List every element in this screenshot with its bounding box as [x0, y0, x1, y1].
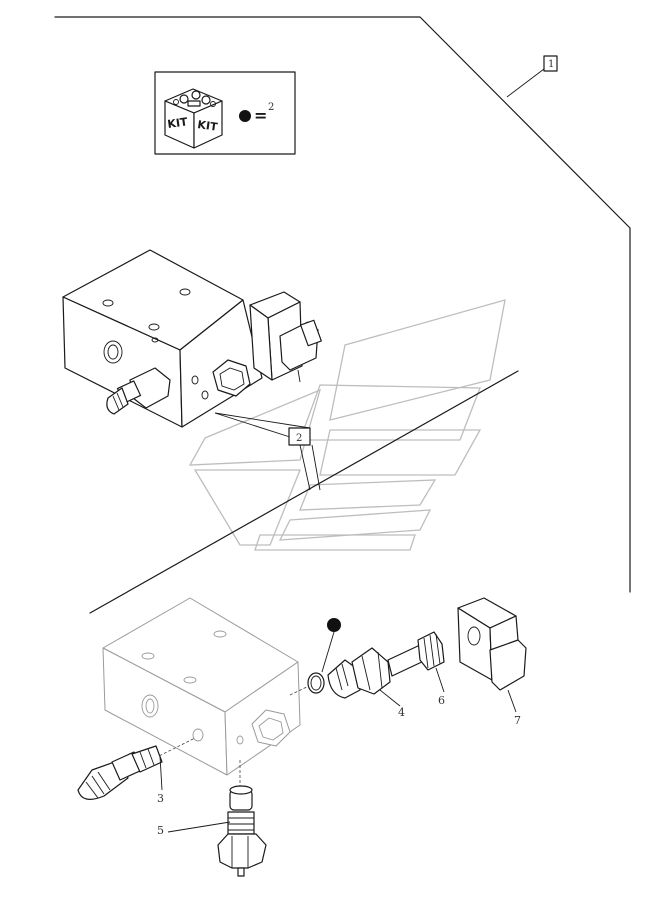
separator-line	[89, 370, 519, 614]
assembly-ref-tag: 2	[214, 412, 321, 491]
o-ring-kit-part	[307, 618, 341, 694]
assembly-ref-label: 2	[296, 433, 302, 444]
watermark-logo	[188, 299, 506, 551]
callout-part-7: 7	[514, 714, 521, 727]
kit-legend: KIT KIT = 2	[154, 71, 296, 155]
exploded-valve-block	[102, 597, 316, 790]
kit-dot-marker	[327, 618, 341, 632]
part-4-solenoid-cartridge: 4	[327, 644, 427, 719]
callout-part-4: 4	[398, 706, 405, 719]
frame-border	[54, 16, 631, 593]
kit-box-icon	[164, 88, 223, 149]
part-3-relief-cartridge: 3	[77, 745, 164, 805]
frame-ref-label: 1	[548, 59, 554, 70]
frame-ref-tag: 1	[506, 55, 558, 98]
kit-equals: =	[254, 106, 267, 125]
part-6-knurled-nut: 6	[417, 631, 445, 707]
assembled-valve-block	[62, 249, 322, 428]
kit-dot-icon	[239, 110, 251, 122]
kit-label-right: KIT	[197, 118, 219, 134]
callout-part-3: 3	[157, 792, 164, 805]
kit-ref-number: 2	[268, 102, 274, 113]
part-7-solenoid-coil: 7	[457, 597, 527, 727]
callout-part-6: 6	[438, 694, 445, 707]
kit-label-left: KIT	[167, 115, 189, 131]
part-5-plug: 5	[157, 785, 267, 877]
callout-part-5: 5	[157, 824, 164, 837]
